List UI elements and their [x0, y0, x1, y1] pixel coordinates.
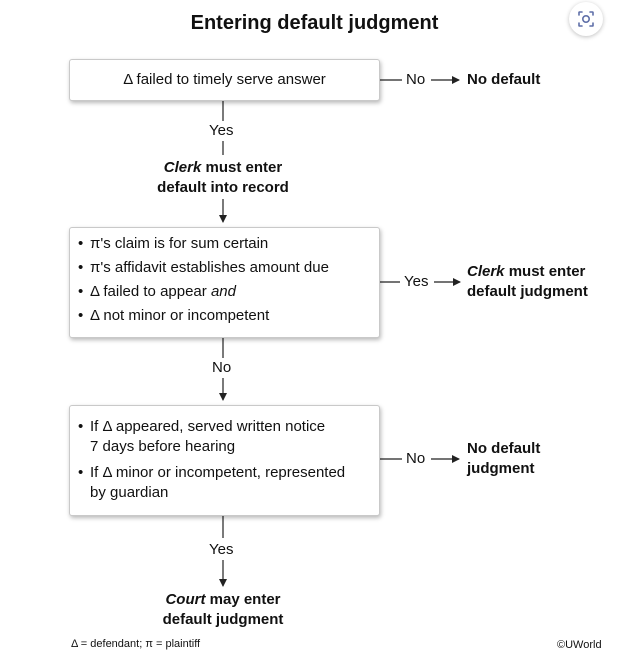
step3-no-label: No [406, 450, 426, 467]
clerk-enter-default: Clerk must enter default into record [157, 159, 289, 196]
list-item: •Δ not minor or incompetent [78, 307, 270, 324]
court-may-enter: Court may enter default judgment [162, 591, 284, 628]
capture-button[interactable] [569, 2, 603, 36]
step1-yes-label: Yes [209, 122, 234, 139]
step2-box: •π's claim is for sum certain •π's affid… [69, 227, 380, 338]
diagram-title: Entering default judgment [190, 12, 439, 34]
step3-yes-label: Yes [209, 541, 234, 558]
credit-text: ©UWorld [557, 639, 602, 651]
list-item: •Δ failed to appear and [78, 283, 236, 300]
no-default-judgment-result: No default judgment [467, 440, 541, 477]
legend-text: Δ = defendant; π = plaintiff [71, 638, 201, 650]
list-item: •π's affidavit establishes amount due [78, 259, 329, 276]
clerk-enter-judgment-result: Clerk must enter default judgment [467, 263, 588, 300]
clerk-italic: Clerk [163, 159, 202, 176]
no-default-result: No default [467, 71, 541, 88]
step2-no-label: No [212, 359, 232, 376]
screen-capture-icon [578, 11, 594, 27]
step1-no-label: No [406, 71, 426, 88]
step1-box: Δ failed to timely serve answer [69, 59, 380, 101]
step2-yes-label: Yes [404, 273, 429, 290]
list-item: •π's claim is for sum certain [78, 235, 269, 252]
